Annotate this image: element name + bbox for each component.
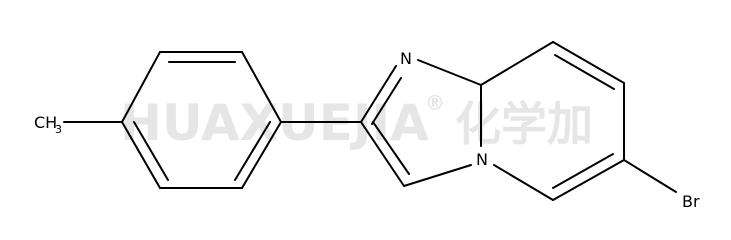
bond-tolyl-inner-2 (234, 121, 271, 181)
watermark: HUAXUEJIA ® 化学加 (120, 91, 593, 152)
bond-pyr-c5-n4 (493, 164, 554, 201)
bonds (63, 41, 677, 201)
bond-tolyl-6 (121, 121, 161, 189)
bond-imid-c3-c2 (360, 121, 405, 187)
bond-tolyl-1 (121, 51, 161, 123)
bond-tolyl-inner-3 (133, 121, 169, 181)
bond-imid-c3-c2-inner (372, 121, 410, 175)
bond-br (623, 159, 677, 193)
bridgehead-nitrogen-label: N (476, 150, 488, 169)
ch3-label: CH (34, 113, 57, 132)
bond-imid-n1-c8a (417, 59, 482, 86)
bond-pyr-c8-c7-inner (554, 54, 615, 90)
bond-pyr-c8-c7 (552, 41, 625, 84)
bond-tolyl-4 (241, 121, 282, 189)
imine-nitrogen-label: N (400, 49, 412, 68)
bond-tolyl-3 (241, 51, 282, 123)
bond-imid-c2-n1 (360, 65, 397, 123)
watermark-cjk: 化学加 (455, 97, 593, 151)
ch3-subscript: 3 (55, 123, 62, 136)
atom-labels: CH 3 N N Br (34, 49, 700, 211)
bond-pyr-c6-c5-inner (552, 153, 614, 189)
bond-imid-c2-n1-inner (371, 77, 402, 125)
bromine-label: Br (682, 192, 700, 211)
watermark-registered: ® (425, 91, 445, 115)
watermark-text: HUAXUEJIA (120, 94, 429, 152)
bond-pyr-c6-c5 (552, 159, 625, 201)
bond-imid-n4-c3 (403, 164, 472, 187)
bond-pyr-c8a-c8 (480, 41, 554, 86)
